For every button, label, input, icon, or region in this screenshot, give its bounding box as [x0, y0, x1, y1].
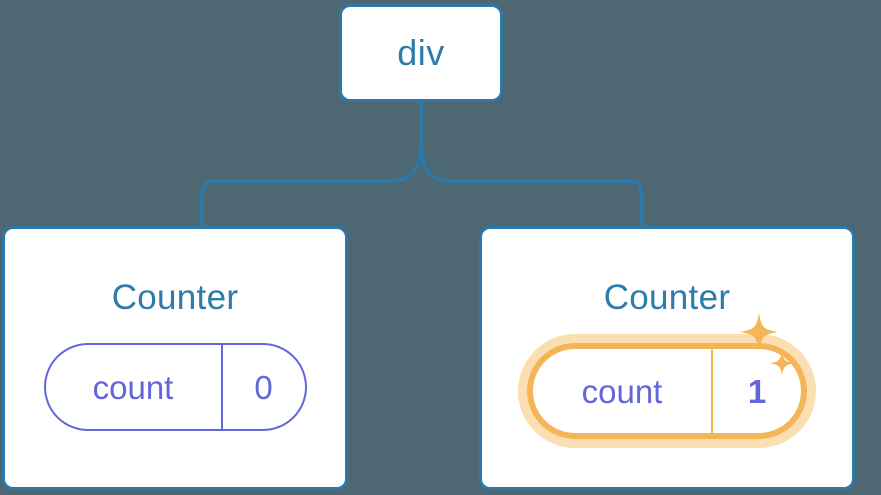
state-pill-highlighted[interactable]: count 1 [527, 343, 807, 439]
component-title: Counter [111, 278, 239, 317]
state-key-label: count [581, 372, 663, 410]
state-value-label: 0 [220, 345, 305, 429]
state-pill-wrapper-highlighted: count 1 [518, 313, 816, 448]
component-title: Counter [603, 278, 731, 317]
connector-branch-right [419, 142, 644, 226]
state-value-label: 1 [711, 349, 801, 433]
state-key-label: count [92, 368, 174, 406]
node-div-label: div [397, 32, 445, 73]
state-pill-wrapper: count 0 [43, 343, 307, 431]
connector-branch-left [200, 142, 423, 226]
state-pill[interactable]: count 0 [43, 343, 307, 431]
component-card-counter-right[interactable]: Counter count 1 [479, 226, 855, 490]
component-card-counter-left[interactable]: Counter count 0 [2, 226, 348, 490]
node-div[interactable]: div [339, 4, 503, 102]
